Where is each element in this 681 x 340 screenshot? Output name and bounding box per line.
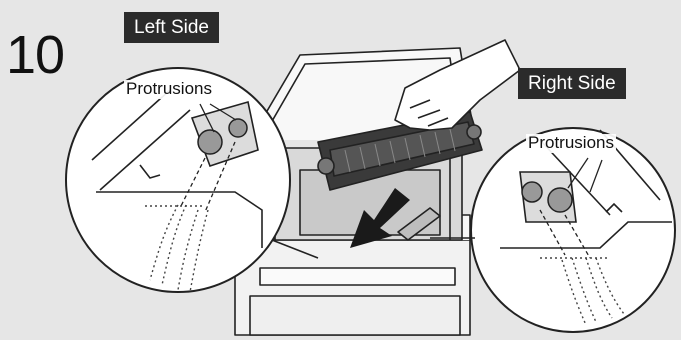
step-number: 10 [6, 25, 65, 85]
right-side-label: Right Side [518, 68, 626, 99]
insert-arrow-icon [350, 188, 410, 248]
right-detail-circle [430, 127, 676, 333]
left-side-label: Left Side [124, 12, 219, 43]
protrusions-label-left: Protrusions [124, 79, 214, 99]
protrusions-label-right: Protrusions [526, 133, 616, 153]
hand-icon [394, 39, 521, 131]
left-detail-circle [65, 67, 319, 293]
